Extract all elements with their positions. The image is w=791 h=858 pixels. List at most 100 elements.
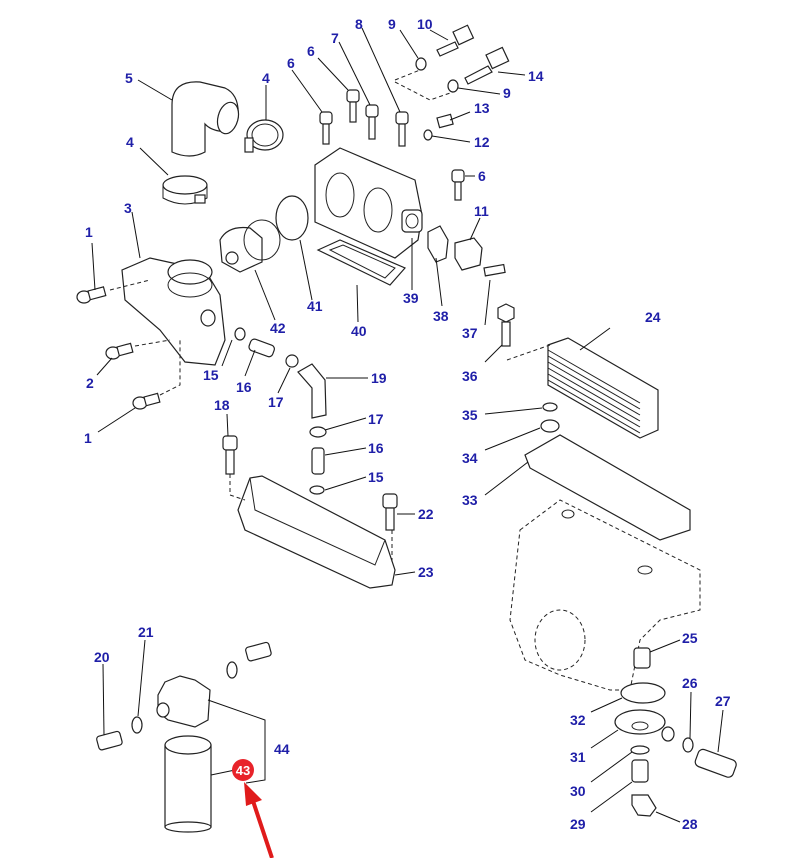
callout-13[interactable]: 13 (474, 100, 490, 116)
hose-clamp-part-4-lower (162, 175, 208, 205)
elbow-hose-part-5 (171, 81, 240, 157)
callout-7[interactable]: 7 (331, 30, 339, 46)
bolt-part-8 (395, 111, 409, 147)
engine-block (509, 499, 701, 691)
callout-38[interactable]: 38 (433, 308, 449, 324)
o-ring-part-32 (620, 682, 666, 704)
bolt-part-18 (222, 435, 238, 475)
callout-34[interactable]: 34 (462, 450, 478, 466)
callout-42[interactable]: 42 (270, 320, 286, 336)
callout-26[interactable]: 26 (682, 675, 698, 691)
washer-part-21 (131, 716, 143, 734)
callout-44[interactable]: 44 (274, 741, 290, 757)
bolt-part-6-a (319, 111, 333, 145)
gasket-part-38 (427, 225, 449, 263)
callout-15-lower[interactable]: 15 (368, 469, 384, 485)
filter-head-part-44 (156, 675, 211, 728)
callout-16-lower[interactable]: 16 (368, 440, 384, 456)
washer-part-9-upper (415, 57, 427, 71)
nipple-part-29 (631, 759, 649, 783)
callout-24[interactable]: 24 (645, 309, 661, 325)
callout-14[interactable]: 14 (528, 68, 544, 84)
callout-35[interactable]: 35 (462, 407, 478, 423)
sensor-part-10 (436, 24, 475, 57)
callout-41[interactable]: 41 (307, 298, 323, 314)
callout-12[interactable]: 12 (474, 134, 490, 150)
callout-27[interactable]: 27 (715, 693, 731, 709)
bolt-part-1-upper (76, 286, 107, 304)
callout-43-highlighted[interactable]: 43 (232, 759, 254, 781)
callout-32[interactable]: 32 (570, 712, 586, 728)
bolt-part-22 (382, 493, 398, 531)
washer-part-filter-right (226, 661, 238, 679)
callout-6-c[interactable]: 6 (478, 168, 486, 184)
callout-23[interactable]: 23 (418, 564, 434, 580)
callout-39[interactable]: 39 (403, 290, 419, 306)
callout-17-upper[interactable]: 17 (268, 394, 284, 410)
bolt-part-6-b (346, 89, 360, 123)
hose-clamp-part-4-upper (244, 119, 284, 153)
callout-25[interactable]: 25 (682, 630, 698, 646)
callout-33[interactable]: 33 (462, 492, 478, 508)
callout-36[interactable]: 36 (462, 368, 478, 384)
callout-20[interactable]: 20 (94, 649, 110, 665)
bolt-part-7 (365, 104, 379, 140)
callout-37[interactable]: 37 (462, 325, 478, 341)
callout-21[interactable]: 21 (138, 624, 154, 640)
oil-cooler-part-24 (547, 337, 659, 439)
washer-part-12 (423, 129, 433, 141)
callout-30[interactable]: 30 (570, 783, 586, 799)
highlight-badge (232, 759, 254, 781)
callout-5[interactable]: 5 (125, 70, 133, 86)
leader-lines (91, 27, 724, 823)
callout-labels: 1 1 2 3 4 4 5 6 6 6 7 8 9 9 10 11 12 13 … (84, 16, 731, 832)
sensor-part-14 (464, 46, 510, 85)
callout-3[interactable]: 3 (124, 200, 132, 216)
callout-9-lower[interactable]: 9 (503, 85, 511, 101)
callout-1-lower[interactable]: 1 (84, 430, 92, 446)
thermostat-part-42 (219, 219, 281, 273)
callout-19[interactable]: 19 (371, 370, 387, 386)
water-manifold-part-39 (314, 147, 423, 259)
cover-plate-part-11 (454, 237, 483, 271)
callout-16-upper[interactable]: 16 (236, 379, 252, 395)
oil-filter-part-43 (164, 735, 212, 833)
callout-2[interactable]: 2 (86, 375, 94, 391)
callout-10[interactable]: 10 (417, 16, 433, 32)
o-ring-part-41 (275, 195, 309, 241)
callout-11[interactable]: 11 (474, 203, 489, 219)
highlight-arrow (244, 782, 274, 858)
elbow-part-28 (631, 794, 657, 817)
bolt-part-36 (497, 303, 515, 347)
callout-29[interactable]: 29 (570, 816, 586, 832)
callout-8[interactable]: 8 (355, 16, 363, 32)
callout-18[interactable]: 18 (214, 397, 230, 413)
nipple-part-16-lower (311, 447, 325, 475)
callout-9-upper[interactable]: 9 (388, 16, 396, 32)
callout-1-upper[interactable]: 1 (85, 224, 93, 240)
callout-6-b[interactable]: 6 (307, 43, 315, 59)
callout-15-upper[interactable]: 15 (203, 367, 219, 383)
callout-40[interactable]: 40 (351, 323, 367, 339)
filter-head-part-31 (614, 709, 675, 742)
callout-43[interactable]: 43 (236, 763, 250, 778)
washer-part-15-upper (234, 327, 246, 341)
callout-4-lower[interactable]: 4 (126, 134, 134, 150)
callout-4-upper[interactable]: 4 (262, 70, 270, 86)
bolt-part-37 (483, 263, 506, 277)
callout-28[interactable]: 28 (682, 816, 698, 832)
callout-31[interactable]: 31 (570, 749, 586, 765)
callout-6-a[interactable]: 6 (287, 55, 295, 71)
cover-part-23 (237, 475, 396, 589)
callout-17-lower[interactable]: 17 (368, 411, 384, 427)
callout-22[interactable]: 22 (418, 506, 434, 522)
washer-part-26 (682, 737, 694, 753)
fitting-part-20 (96, 730, 123, 751)
fitting-part-25 (633, 647, 651, 669)
bolt-part-6-c (451, 169, 465, 201)
o-ring-part-30 (630, 745, 650, 755)
bolt-part-2 (105, 342, 134, 360)
fitting-part-filter-right (245, 641, 272, 662)
gasket-part-33 (524, 434, 691, 541)
